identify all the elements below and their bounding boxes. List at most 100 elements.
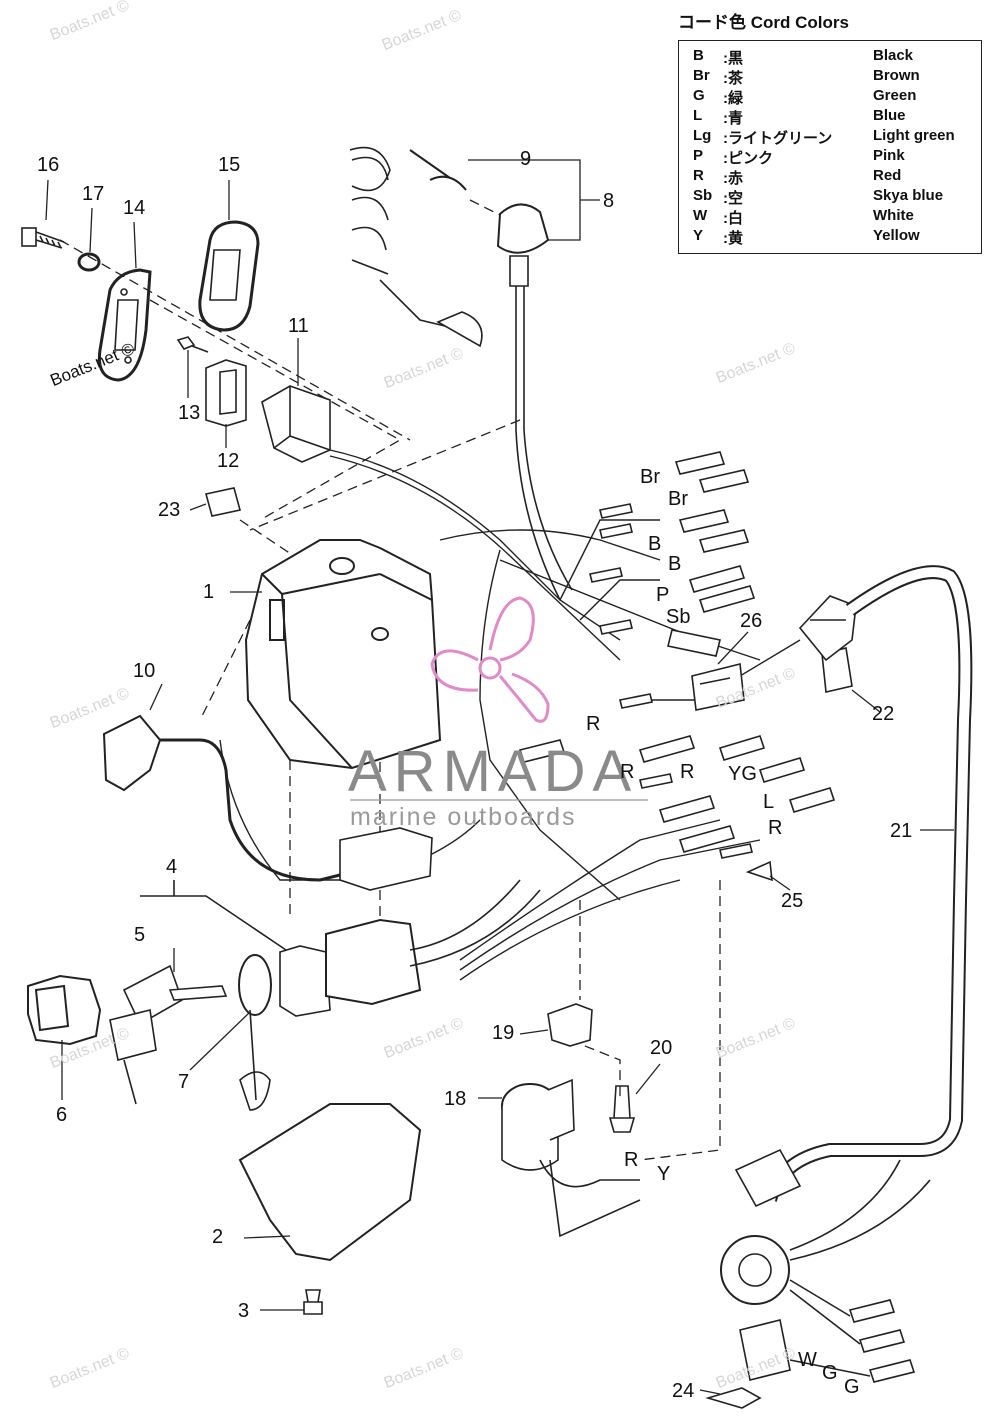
wire-label: R <box>768 817 783 839</box>
wire-label: Sb <box>666 606 691 628</box>
legend-row: W :白 White <box>679 207 981 227</box>
callout-5: 5 <box>134 924 146 946</box>
legend-code: B <box>693 47 704 64</box>
legend-en: Skya blue <box>873 187 944 204</box>
callout-17: 17 <box>82 183 105 205</box>
screw-3-icon <box>303 1289 323 1315</box>
callout-19: 19 <box>492 1022 515 1044</box>
legend-en: Light green <box>873 127 955 144</box>
wire-label: P <box>656 584 670 606</box>
legend-jp: :空 <box>723 190 743 207</box>
clip-19-icon <box>547 1003 593 1047</box>
switch-wires <box>409 879 541 967</box>
lanyard-7-icon <box>238 954 272 1111</box>
wire-label: R <box>624 1149 639 1171</box>
callout-11: 11 <box>288 315 309 337</box>
callout-9: 9 <box>520 148 532 170</box>
plate-15-icon <box>198 220 260 332</box>
callout-2: 2 <box>212 1226 224 1248</box>
wire-label: YG <box>728 763 757 785</box>
screw-13-icon <box>176 336 209 353</box>
callout-13: 13 <box>178 402 201 424</box>
legend-code: R <box>693 167 704 184</box>
legend-jp: :白 <box>723 210 743 227</box>
wire-label: G <box>844 1376 860 1398</box>
legend-row: Y :黄 Yellow <box>679 227 981 247</box>
lanyard-8-icon <box>349 146 573 601</box>
screw-20-icon <box>608 1085 636 1133</box>
legend-code: Sb <box>693 187 713 204</box>
legend-code: Y <box>693 227 704 244</box>
legend-jp: :赤 <box>723 170 743 187</box>
callout-22: 22 <box>872 703 895 725</box>
gasket-2-icon <box>238 1103 422 1262</box>
callout-bracket-4 <box>140 880 287 951</box>
legend-jp: :茶 <box>723 70 743 87</box>
legend-row: Br :茶 Brown <box>679 67 981 87</box>
wire-label: Y <box>657 1163 671 1185</box>
assembly-dash-lines <box>59 199 721 1161</box>
legend-jp: :青 <box>723 110 743 127</box>
keys-5-icon <box>109 964 228 1105</box>
grommet-icon <box>798 595 857 662</box>
clip-sb-icon <box>667 629 721 657</box>
legend-jp: :緑 <box>723 90 743 107</box>
switch-11-icon <box>261 385 331 463</box>
wire-label: B <box>648 533 662 555</box>
callout-18: 18 <box>444 1088 467 1110</box>
legend-en: Blue <box>873 107 906 124</box>
callout-21: 21 <box>890 820 913 842</box>
armada-brand-name: ARMADA <box>348 739 639 804</box>
callout-25: 25 <box>781 890 804 912</box>
legend-en: Brown <box>873 67 920 84</box>
legend-code: Br <box>693 67 710 84</box>
legend-en: Green <box>873 87 917 104</box>
callout-20: 20 <box>650 1037 673 1059</box>
legend-en: White <box>873 207 914 224</box>
legend-code: W <box>693 207 708 224</box>
harness-end-wires <box>789 1159 931 1377</box>
armada-logo-icon <box>430 596 550 723</box>
callout-3: 3 <box>238 1300 250 1322</box>
legend-row: R :赤 Red <box>679 167 981 187</box>
harness-wires <box>219 449 801 981</box>
cord-colors-title: コード色 Cord Colors <box>678 13 849 32</box>
legend-row: Sb :空 Skya blue <box>679 187 981 207</box>
legend-en: Yellow <box>873 227 920 244</box>
legend-code: Lg <box>693 127 712 144</box>
legend-en: Red <box>873 167 902 184</box>
control-box-1-icon <box>244 539 442 770</box>
wire-label: R <box>586 713 601 735</box>
main-harness-21-icon <box>763 565 973 1203</box>
cap-6-icon <box>27 974 102 1046</box>
label-23-icon <box>205 487 241 517</box>
harness-end-connectors <box>705 1148 916 1409</box>
connector-26-icon <box>691 663 745 711</box>
washer-17-icon <box>77 252 101 272</box>
plug-10-icon <box>102 714 361 882</box>
legend-jp: :ピンク <box>723 150 773 167</box>
callout-26: 26 <box>740 610 763 632</box>
wire-label: B <box>668 553 682 575</box>
plate-14-icon <box>97 268 152 382</box>
wire-label: Br <box>668 488 688 510</box>
coupler-icon <box>339 827 433 891</box>
callout-16: 16 <box>37 154 60 176</box>
wire-label: Br <box>640 466 660 488</box>
legend-code: P <box>693 147 704 164</box>
wire-label: R <box>620 761 635 783</box>
leader-lines <box>45 159 954 1395</box>
armada-tagline: marine outboards <box>350 803 577 831</box>
legend-jp: :黒 <box>723 50 743 67</box>
callout-6: 6 <box>56 1104 68 1126</box>
callout-23: 23 <box>158 499 181 521</box>
legend-jp: :黄 <box>723 230 743 247</box>
bolt-16-icon <box>21 227 65 249</box>
